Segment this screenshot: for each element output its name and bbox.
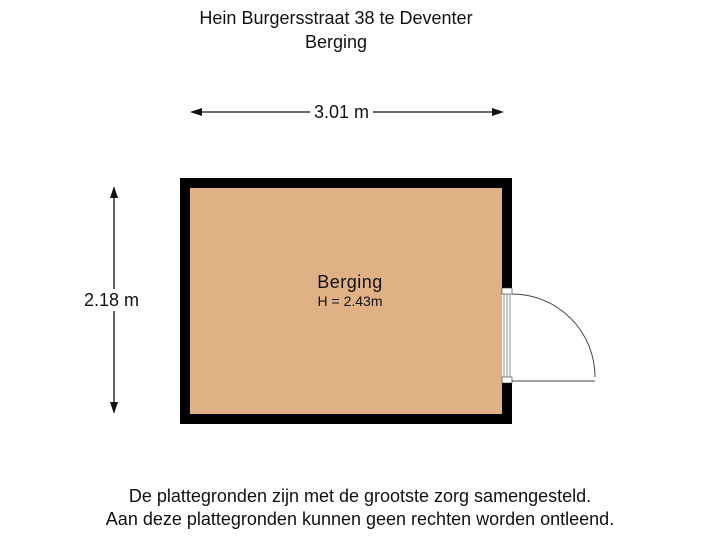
room-floor bbox=[190, 188, 502, 414]
height-dimension-label: 2.18 m bbox=[80, 289, 144, 311]
door-swing-icon bbox=[511, 293, 596, 382]
floor-title: Berging bbox=[304, 32, 368, 52]
disclaimer-line-1: De plattegronden zijn met de grootste zo… bbox=[128, 486, 592, 506]
address-title: Hein Burgersstraat 38 te Deventer bbox=[199, 8, 473, 28]
room-name-label: Berging bbox=[317, 272, 383, 292]
door-frame bbox=[501, 287, 513, 384]
width-dimension-label: 3.01 m bbox=[310, 101, 374, 123]
disclaimer-line-2: Aan deze plattegronden kunnen geen recht… bbox=[105, 509, 615, 529]
room-ceiling-height-label: H = 2.43m bbox=[317, 293, 383, 309]
